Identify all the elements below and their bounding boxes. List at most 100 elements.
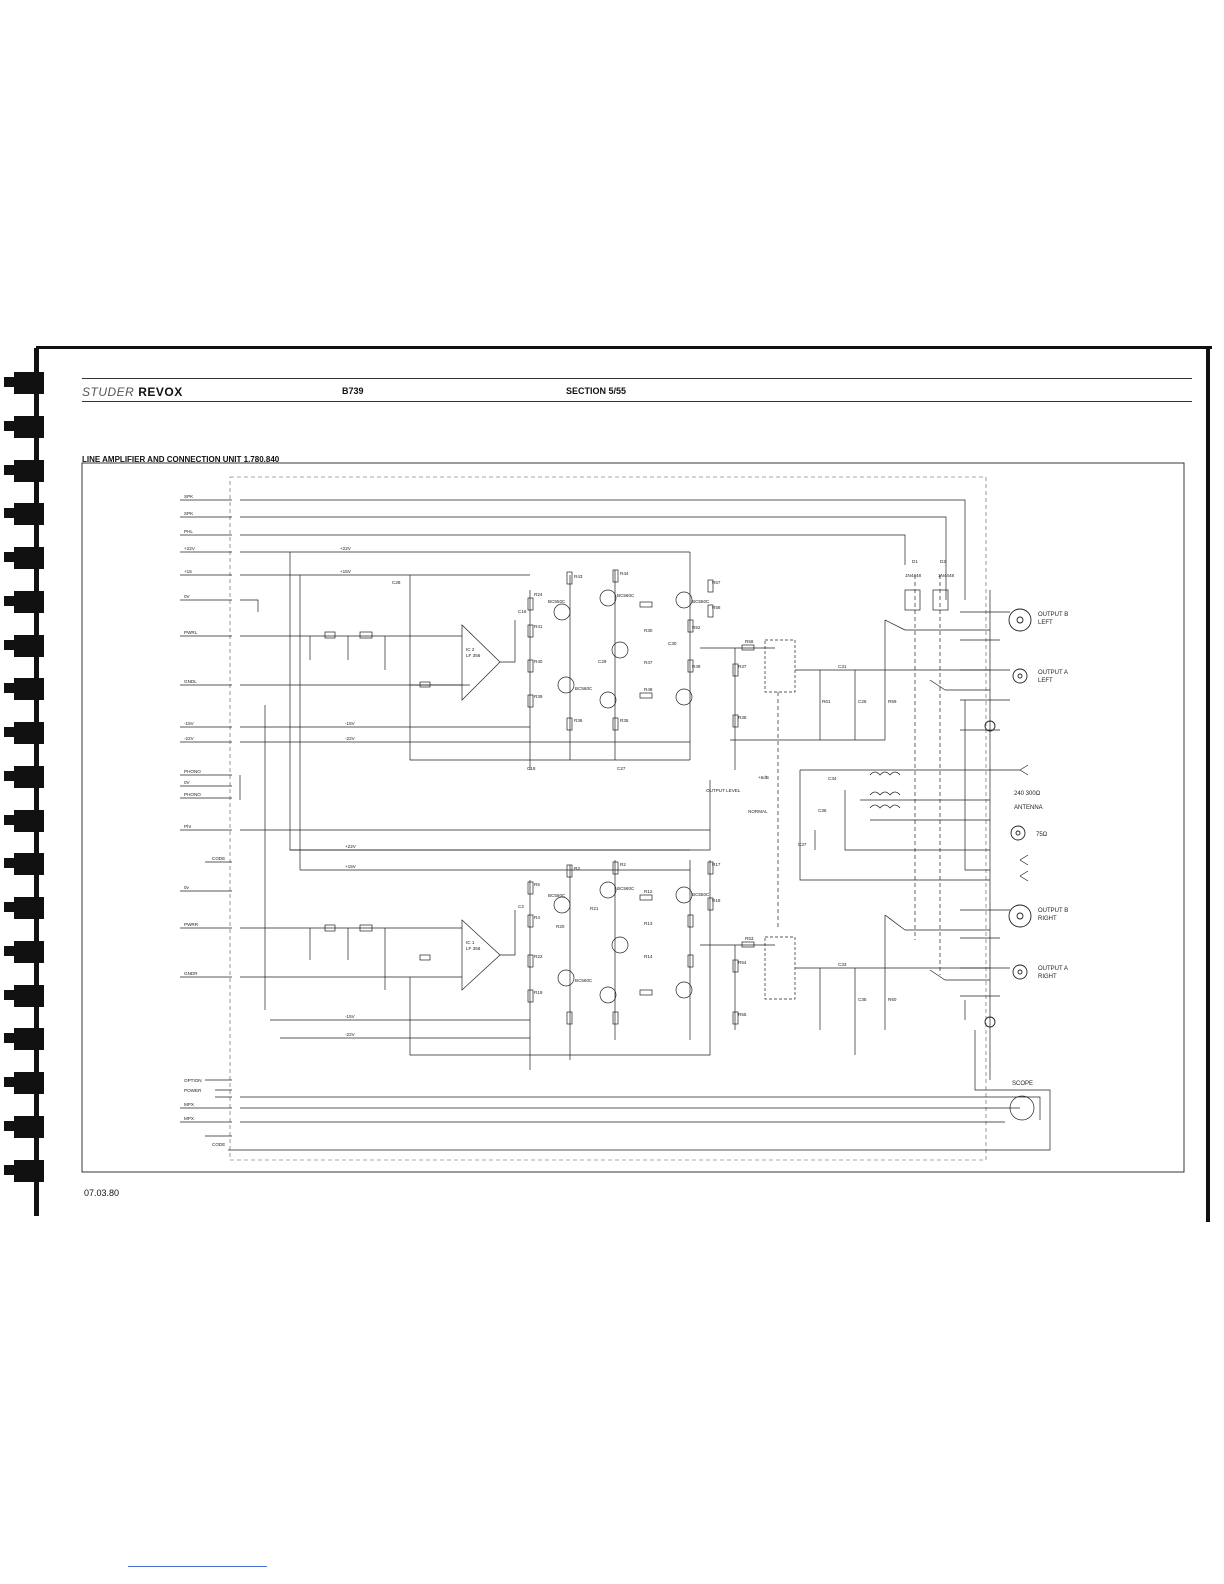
pin-label: SPK <box>184 494 194 499</box>
component-label: R60 <box>888 997 897 1002</box>
transistor-q5-upper <box>557 676 575 694</box>
transistor-q9-upper <box>553 603 571 621</box>
component-label: R14 <box>644 954 653 959</box>
rail-label: +15V <box>340 569 352 574</box>
antenna-label: ANTENNA <box>1014 805 1043 811</box>
header-rule-bottom <box>82 401 1192 402</box>
section-number: SECTION 5/55 <box>566 386 627 396</box>
ground-point-upper <box>984 720 996 732</box>
lower-component-labels: R3 R2 R5 R4 R22 R21 R20 R19 R18 R17 R12 … <box>518 776 897 1017</box>
transistor-q11-upper <box>611 641 629 659</box>
left-connector-lower <box>180 890 232 978</box>
component-label: C33 <box>838 962 847 967</box>
component-label: R41 <box>534 624 543 629</box>
component-label: C18 <box>527 766 536 771</box>
component-label: R36 <box>574 718 583 723</box>
output-b-left-label: OUTPUT B <box>1038 612 1068 618</box>
component-label: R18 <box>712 898 721 903</box>
component-label: R61 <box>822 699 831 704</box>
component-label: C29 <box>598 659 607 664</box>
pin-label: PWRL <box>184 630 198 635</box>
rail-label: -22V <box>345 1032 356 1037</box>
frame-top-border <box>36 346 1212 349</box>
output-a-right-label: OUTPUT A <box>1038 966 1068 972</box>
rail-label: -22V <box>345 736 356 741</box>
output-b-left-side: LEFT <box>1038 620 1053 626</box>
left-connector-bottom <box>180 1079 232 1137</box>
header-rule-top <box>82 378 1192 379</box>
brand-revox: REVOX <box>138 385 183 399</box>
component-label: C26 <box>858 699 867 704</box>
transistor-q12-upper <box>675 688 693 706</box>
component-label: R38 <box>738 715 747 720</box>
component-label: R21 <box>590 906 599 911</box>
antenna-impedance-label: 240 300Ω <box>1014 791 1041 797</box>
frame-right-border <box>1206 346 1210 1222</box>
connector-labels-mid: PHONO 0V PHONO Phr CODE 0v PWRR GNDR <box>184 769 225 976</box>
component-label: R55 <box>738 1012 747 1017</box>
rail-label: +15V <box>345 864 357 869</box>
antenna-75-jack <box>1010 825 1026 841</box>
opamp-lower <box>461 919 501 991</box>
diode-type-label: 1N4448 <box>905 573 922 578</box>
ic-label: IC 2 <box>466 647 475 652</box>
component-label: R30 <box>644 628 653 633</box>
balun-coil-2 <box>869 791 901 796</box>
relay-upper <box>764 639 796 693</box>
transistor-label: BC560C <box>575 978 593 983</box>
component-label: R40 <box>534 659 543 664</box>
pin-label: MPX <box>184 1116 194 1121</box>
diode-label: D2 <box>940 559 946 564</box>
component-label: R43 <box>574 574 583 579</box>
ic-type-label: LF 356 <box>466 946 481 951</box>
antenna-75-label: 75Ω <box>1036 832 1048 838</box>
connector-labels-bottom: OPTION POWER MPX MPX CODE <box>184 1078 225 1147</box>
component-label: R47 <box>644 660 653 665</box>
transistor-q14-upper <box>675 591 693 609</box>
brand-studer: STUDER <box>82 385 135 399</box>
pin-label: SPK <box>184 511 194 516</box>
component-label: R49 <box>692 664 701 669</box>
pin-label: GNDL <box>184 679 197 684</box>
output-a-right-jack <box>1012 964 1028 980</box>
balun-coil-3 <box>869 804 901 809</box>
component-label: C31 <box>838 664 847 669</box>
component-label: C30 <box>668 641 677 646</box>
component-label: R3 <box>574 866 580 871</box>
component-label: R37 <box>738 664 747 669</box>
component-label: R2 <box>620 862 626 867</box>
output-a-left-side: LEFT <box>1038 678 1053 684</box>
component-label: C34 <box>828 776 837 781</box>
diagram-title: LINE AMPLIFIER AND CONNECTION UNIT 1.780… <box>82 455 280 464</box>
transistor-q2-lower <box>675 981 693 999</box>
output-a-left-label: OUTPUT A <box>1038 670 1068 676</box>
output-a-left-jack <box>1012 668 1028 684</box>
level-label-plus6: +6dB <box>758 775 769 780</box>
component-label: R59 <box>888 699 897 704</box>
component-label: C16 <box>518 609 527 614</box>
component-label: R24 <box>534 592 543 597</box>
output-b-left-jack <box>1008 608 1032 632</box>
component-label: R48 <box>644 687 653 692</box>
rail-label: -15V <box>345 721 356 726</box>
component-label: C37 <box>798 842 807 847</box>
transistor-label: BC560C <box>575 686 593 691</box>
transistor-label: BC560C <box>617 886 635 891</box>
transistor-q8-lower <box>557 969 575 987</box>
diode-type-label: 1N4448 <box>938 573 955 578</box>
component-label: R52 <box>692 625 701 630</box>
pin-label: Phr <box>184 824 192 829</box>
pin-label: MPX <box>184 1102 194 1107</box>
component-label: R19 <box>534 990 543 995</box>
pin-label: +15 <box>184 569 192 574</box>
relay-lower <box>764 936 796 1000</box>
transistor-label: BC550C <box>548 893 566 898</box>
diagram-border <box>81 462 1185 1173</box>
model-number: B739 <box>342 386 364 396</box>
transistor-q7-upper <box>599 691 617 709</box>
pin-label: 0v <box>184 885 190 890</box>
component-label: R44 <box>620 571 629 576</box>
left-connector-mid <box>180 774 232 863</box>
upper-component-labels: R24 R43 R44 R41 R40 R39 R36 R35 R30 R47 … <box>392 571 897 771</box>
